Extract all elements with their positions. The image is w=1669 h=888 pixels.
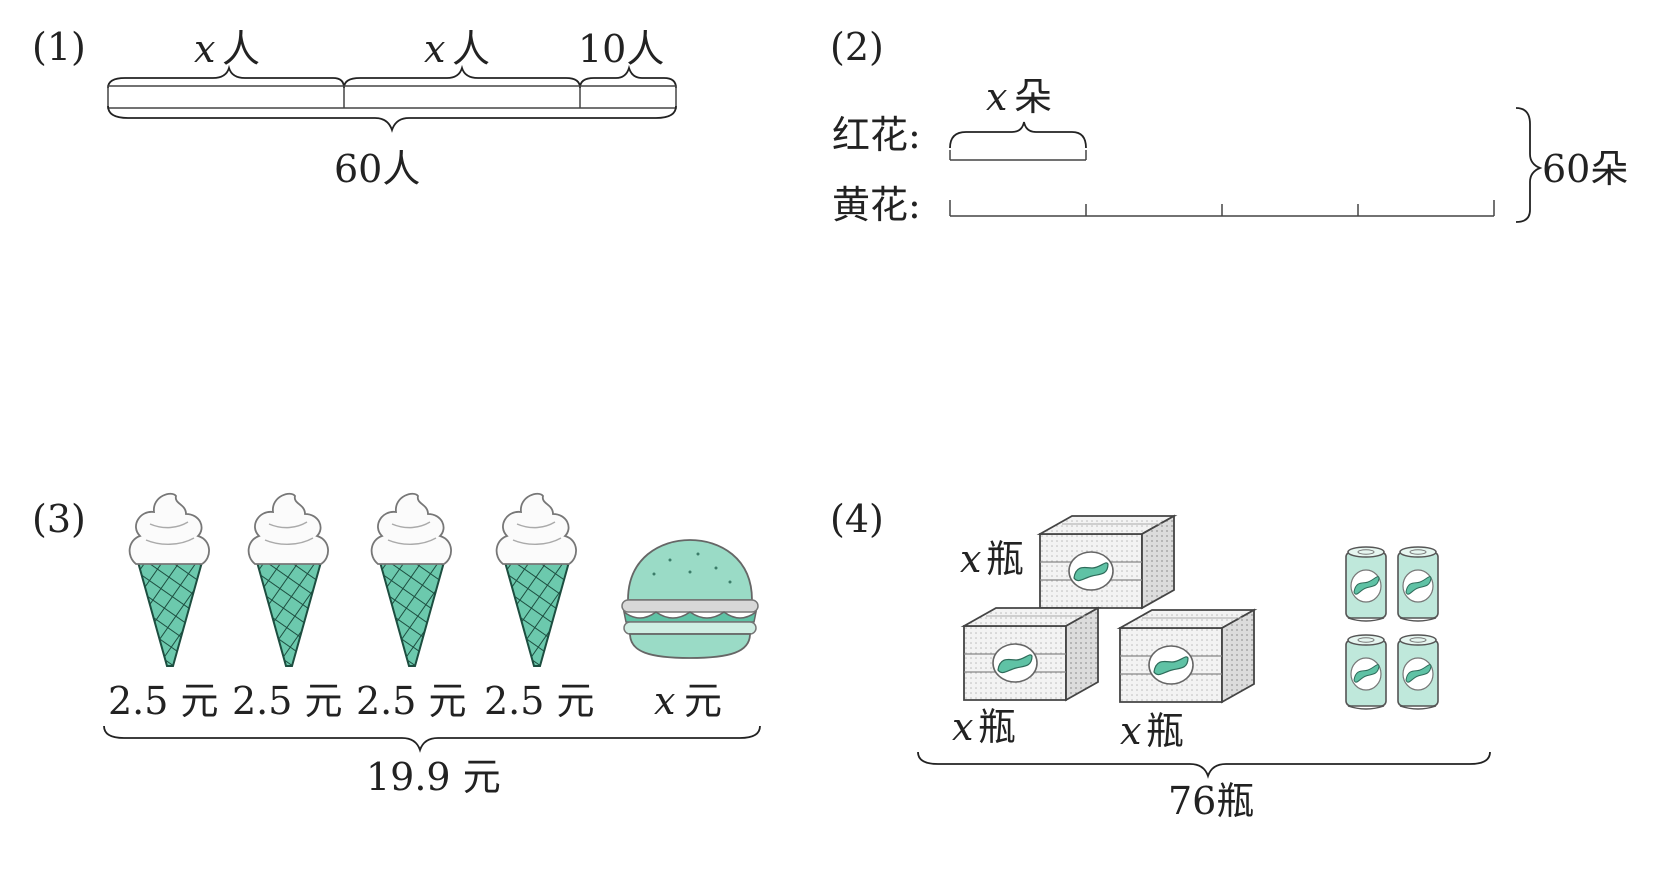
ice-cream-price-3: 2.5 元 bbox=[356, 679, 467, 723]
ice-cream-price-2: 2.5 元 bbox=[232, 679, 343, 723]
burger-price-unit: 元 bbox=[684, 679, 722, 723]
problem-1-number: (1) bbox=[32, 25, 86, 69]
soda-can-icon bbox=[1346, 635, 1386, 709]
yellow-flower-line bbox=[950, 200, 1494, 216]
problem-2: (2) x 朵 红花: 黄花: 60朵 bbox=[830, 25, 1628, 227]
red-segment-unit: 朵 bbox=[1014, 75, 1052, 119]
burger-price: x 元 bbox=[654, 679, 722, 723]
problem-4-number: (4) bbox=[830, 497, 884, 541]
crate-top-unit: 瓶 bbox=[986, 537, 1024, 581]
brace-red-segment bbox=[950, 122, 1086, 148]
total-label: 60人 bbox=[334, 147, 420, 191]
problem-1: (1) x 人 x 人 10人 60人 bbox=[32, 25, 676, 191]
bottle-crate-icon bbox=[964, 608, 1098, 700]
total-cost-label: 19.9 元 bbox=[366, 755, 501, 799]
brace-total-bottles bbox=[918, 752, 1490, 776]
segment-c-label: 10人 bbox=[578, 27, 664, 71]
crate-top-var: x bbox=[960, 537, 981, 581]
crate-right-var: x bbox=[1120, 709, 1141, 753]
red-flower-label: 红花: bbox=[832, 113, 921, 157]
bottle-crate-icon bbox=[1120, 610, 1254, 702]
red-segment-var: x bbox=[986, 75, 1007, 119]
ice-cream-cone-icon bbox=[249, 494, 328, 666]
crate-left-unit: 瓶 bbox=[978, 705, 1016, 749]
line-segment-60 bbox=[108, 86, 676, 108]
brace-total-cost bbox=[104, 726, 760, 750]
brace-segment-a bbox=[108, 68, 344, 88]
ice-cream-cone-icon bbox=[372, 494, 451, 666]
red-segment-label: x 朵 bbox=[986, 75, 1052, 119]
crate-left-label: x 瓶 bbox=[952, 705, 1016, 749]
problem-4: (4) x 瓶 x 瓶 x 瓶 76瓶 bbox=[830, 497, 1490, 823]
crate-left-var: x bbox=[952, 705, 973, 749]
segment-a-var: x bbox=[194, 27, 215, 71]
brace-segment-b bbox=[344, 68, 580, 88]
burger-price-var: x bbox=[654, 679, 675, 723]
segment-b-unit: 人 bbox=[452, 27, 490, 71]
crate-right-label: x 瓶 bbox=[1120, 709, 1184, 753]
ice-cream-cone-icon bbox=[130, 494, 209, 666]
crate-right-unit: 瓶 bbox=[1146, 709, 1184, 753]
segment-a-label: x 人 bbox=[194, 27, 260, 71]
total-bottles-label: 76瓶 bbox=[1168, 779, 1254, 823]
soda-can-icon bbox=[1398, 547, 1438, 621]
yellow-flower-label: 黄花: bbox=[832, 183, 921, 227]
hamburger-icon bbox=[622, 540, 758, 658]
ice-cream-price-4: 2.5 元 bbox=[484, 679, 595, 723]
ice-cream-price-1: 2.5 元 bbox=[108, 679, 219, 723]
soda-can-icon bbox=[1346, 547, 1386, 621]
soda-can-icon bbox=[1398, 635, 1438, 709]
segment-b-label: x 人 bbox=[424, 27, 490, 71]
red-flower-line bbox=[950, 150, 1086, 160]
problem-2-number: (2) bbox=[830, 25, 884, 69]
problem-3: (3) 2.5 元 2.5 元 2.5 元 2.5 元 x 元 19.9 元 bbox=[32, 494, 760, 799]
brace-segment-c bbox=[580, 68, 676, 88]
problem-3-number: (3) bbox=[32, 497, 86, 541]
brace-total-flowers bbox=[1516, 108, 1540, 222]
total-flowers-label: 60朵 bbox=[1542, 147, 1628, 191]
segment-a-unit: 人 bbox=[222, 27, 260, 71]
crate-top-label: x 瓶 bbox=[960, 537, 1024, 581]
segment-b-var: x bbox=[424, 27, 445, 71]
brace-total bbox=[108, 106, 676, 130]
ice-cream-cone-icon bbox=[497, 494, 576, 666]
bottle-crate-icon bbox=[1040, 516, 1174, 608]
